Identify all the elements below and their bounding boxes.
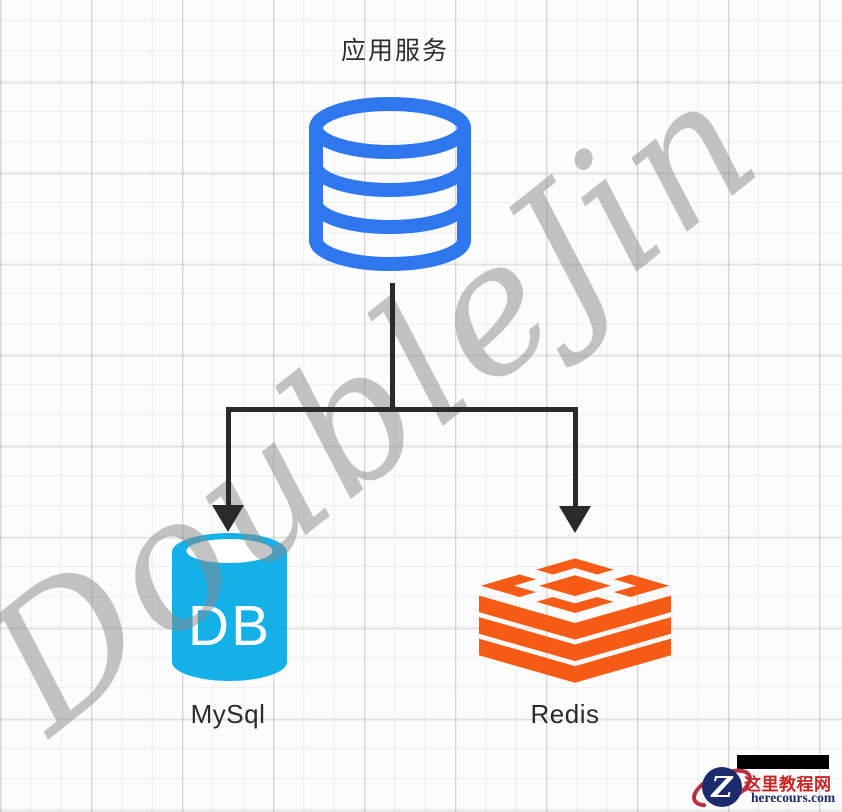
brand-monogram: Z (710, 770, 734, 804)
arrowhead-redis-icon (559, 506, 591, 533)
db-cylinder-icon: DB (172, 533, 287, 681)
brand-site-name: 这里教程网 (744, 775, 832, 794)
brand-logo-icon: Z (692, 767, 752, 808)
redis-label: Redis (530, 699, 600, 729)
connector-drop-mysql (226, 407, 231, 507)
brand-redaction-bar (737, 755, 829, 769)
connector-branch-bar (226, 407, 578, 412)
connector-stem (390, 283, 395, 412)
mysql-label: MySql (190, 699, 266, 729)
connector-drop-redis (573, 407, 578, 507)
database-outline-icon (309, 97, 471, 271)
brand-site-url: herecours.com (751, 790, 836, 805)
redis-stack-icon (478, 558, 672, 683)
arrowhead-mysql-icon (212, 505, 244, 532)
diagram-title: 应用服务 (340, 37, 449, 65)
db-icon-text: DB (188, 594, 271, 658)
